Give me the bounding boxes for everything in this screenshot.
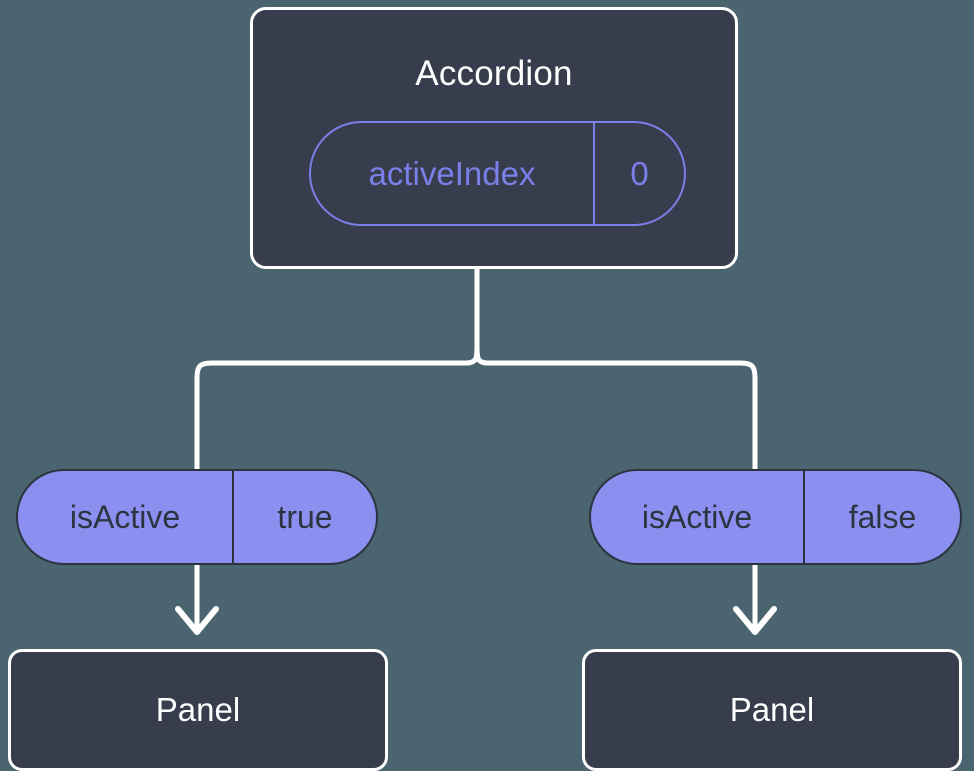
node-panel-right-label: Panel (729, 691, 815, 728)
prop-badge-is-active-false-value: false (803, 471, 960, 563)
node-accordion[interactable]: Accordion activeIndex 0 (250, 7, 738, 269)
arrowhead-right (733, 606, 777, 635)
node-panel-right[interactable]: Panel (582, 649, 962, 771)
prop-badge-is-active-true-value: true (232, 471, 376, 563)
arrowhead-left (175, 606, 219, 635)
prop-badge-active-index-key: activeIndex (368, 154, 536, 192)
prop-badge-is-active-true-key: isActive (69, 498, 181, 535)
prop-badge-active-index-value: 0 (593, 123, 684, 224)
node-accordion-title: Accordion (415, 54, 573, 93)
prop-badge-is-active-false[interactable]: isActive false (589, 469, 962, 565)
node-panel-left[interactable]: Panel (8, 649, 388, 771)
edge-root-to-left-pill (194, 266, 480, 472)
prop-badge-is-active-false-key: isActive (641, 498, 753, 535)
prop-badge-active-index[interactable]: activeIndex 0 (309, 121, 686, 226)
prop-badge-is-active-true[interactable]: isActive true (16, 469, 378, 565)
node-panel-left-label: Panel (155, 691, 241, 728)
edge-root-to-right-pill (474, 266, 758, 472)
